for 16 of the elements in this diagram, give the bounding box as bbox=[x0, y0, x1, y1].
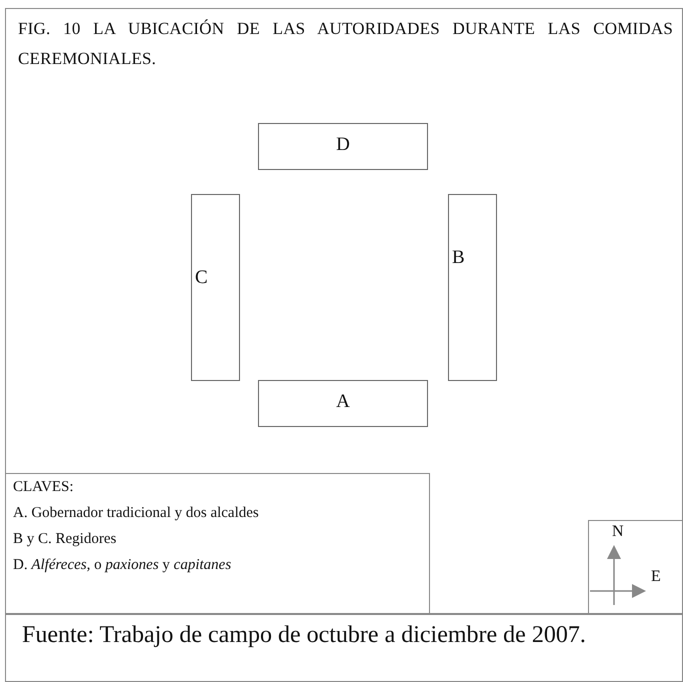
table-letter: B bbox=[452, 247, 465, 269]
figure-title: FIG. 10 LA UBICACIÓN DE LAS AUTORIDADES DURANTE LAS COMIDAS CEREMONIALES. bbox=[18, 18, 673, 70]
table-letter: D bbox=[335, 134, 351, 156]
seat-table bbox=[258, 380, 428, 427]
seat-table bbox=[191, 194, 240, 381]
table-letter: C bbox=[195, 267, 208, 289]
seat-table bbox=[448, 194, 497, 381]
compass-east-label: E bbox=[651, 568, 661, 586]
compass-north-label: N bbox=[612, 523, 624, 541]
table-letter: A bbox=[335, 391, 351, 413]
source-caption: Fuente: Trabajo de campo de octubre a diciembre de 2007. bbox=[22, 621, 587, 650]
seat-table bbox=[258, 123, 428, 170]
legend-entry: A. Gobernador tradicional y dos alcaldes bbox=[13, 505, 259, 522]
legend-heading: CLAVES: bbox=[13, 479, 74, 496]
legend-entry: D. Alféreces, o paxiones y capitanes bbox=[13, 557, 232, 574]
legend-entry: B y C. Regidores bbox=[13, 531, 116, 548]
